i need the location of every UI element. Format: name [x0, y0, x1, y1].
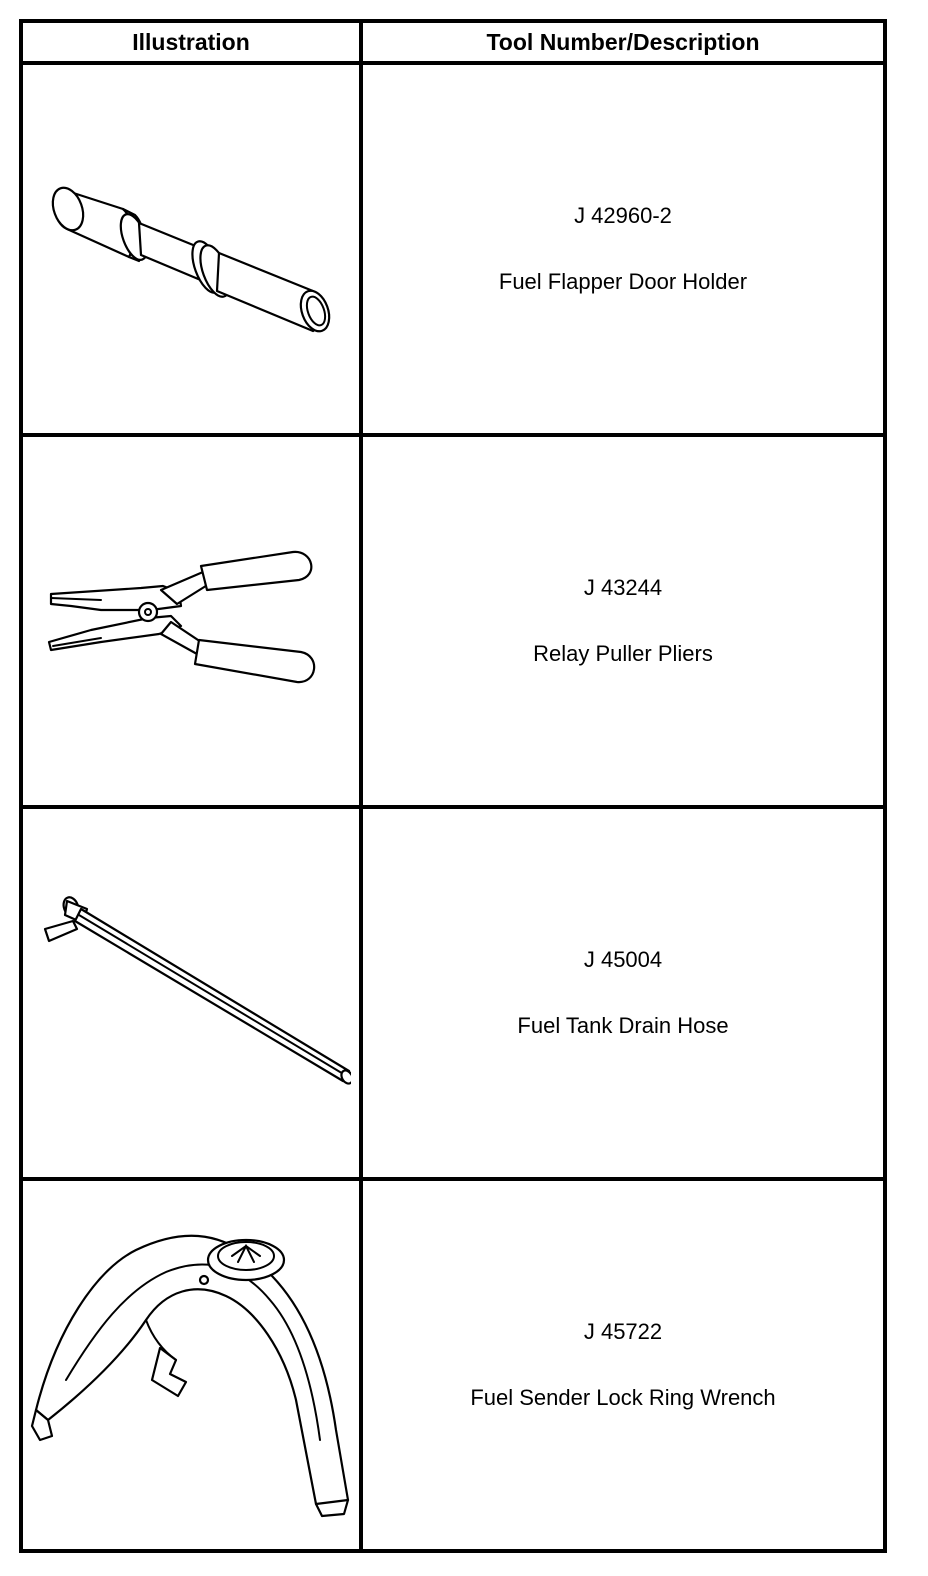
table-row: J 45004 Fuel Tank Drain Hose: [19, 805, 887, 1181]
header-illustration: Illustration: [19, 19, 363, 65]
tool-number: J 45004: [583, 947, 663, 972]
drain-hose-icon: [43, 896, 351, 1085]
table-row: J 43244 Relay Puller Pliers: [19, 433, 887, 809]
table-header-row: Illustration Tool Number/Description: [19, 19, 887, 65]
tool-description-cell: J 43244 Relay Puller Pliers: [359, 433, 887, 809]
tool-description-cell: J 42960-2 Fuel Flapper Door Holder: [359, 61, 887, 437]
illustration-cell: [19, 1177, 363, 1553]
tool-number: J 42960-2: [574, 203, 672, 228]
illustration-cell: [19, 433, 363, 809]
tool-name: Fuel Tank Drain Hose: [517, 1013, 729, 1038]
relay-puller-pliers-icon: [47, 550, 316, 684]
tool-description-cell: J 45722 Fuel Sender Lock Ring Wrench: [359, 1177, 887, 1553]
tool-number: J 45722: [583, 1319, 663, 1344]
lock-ring-wrench-icon: [30, 1234, 350, 1518]
header-tool-number-description: Tool Number/Description: [359, 19, 887, 65]
tool-description-cell: J 45004 Fuel Tank Drain Hose: [359, 805, 887, 1181]
table-row: J 42960-2 Fuel Flapper Door Holder: [19, 61, 887, 437]
tool-name: Relay Puller Pliers: [533, 641, 713, 666]
tool-name: Fuel Flapper Door Holder: [498, 269, 748, 294]
illustration-cell: [19, 61, 363, 437]
illustration-cell: [19, 805, 363, 1181]
table-row: J 45722 Fuel Sender Lock Ring Wrench: [19, 1177, 887, 1553]
special-tools-table: Illustration Tool Number/Description: [19, 19, 887, 1553]
flapper-door-holder-icon: [51, 186, 331, 333]
tool-number: J 43244: [583, 575, 663, 600]
tool-name: Fuel Sender Lock Ring Wrench: [470, 1385, 776, 1410]
